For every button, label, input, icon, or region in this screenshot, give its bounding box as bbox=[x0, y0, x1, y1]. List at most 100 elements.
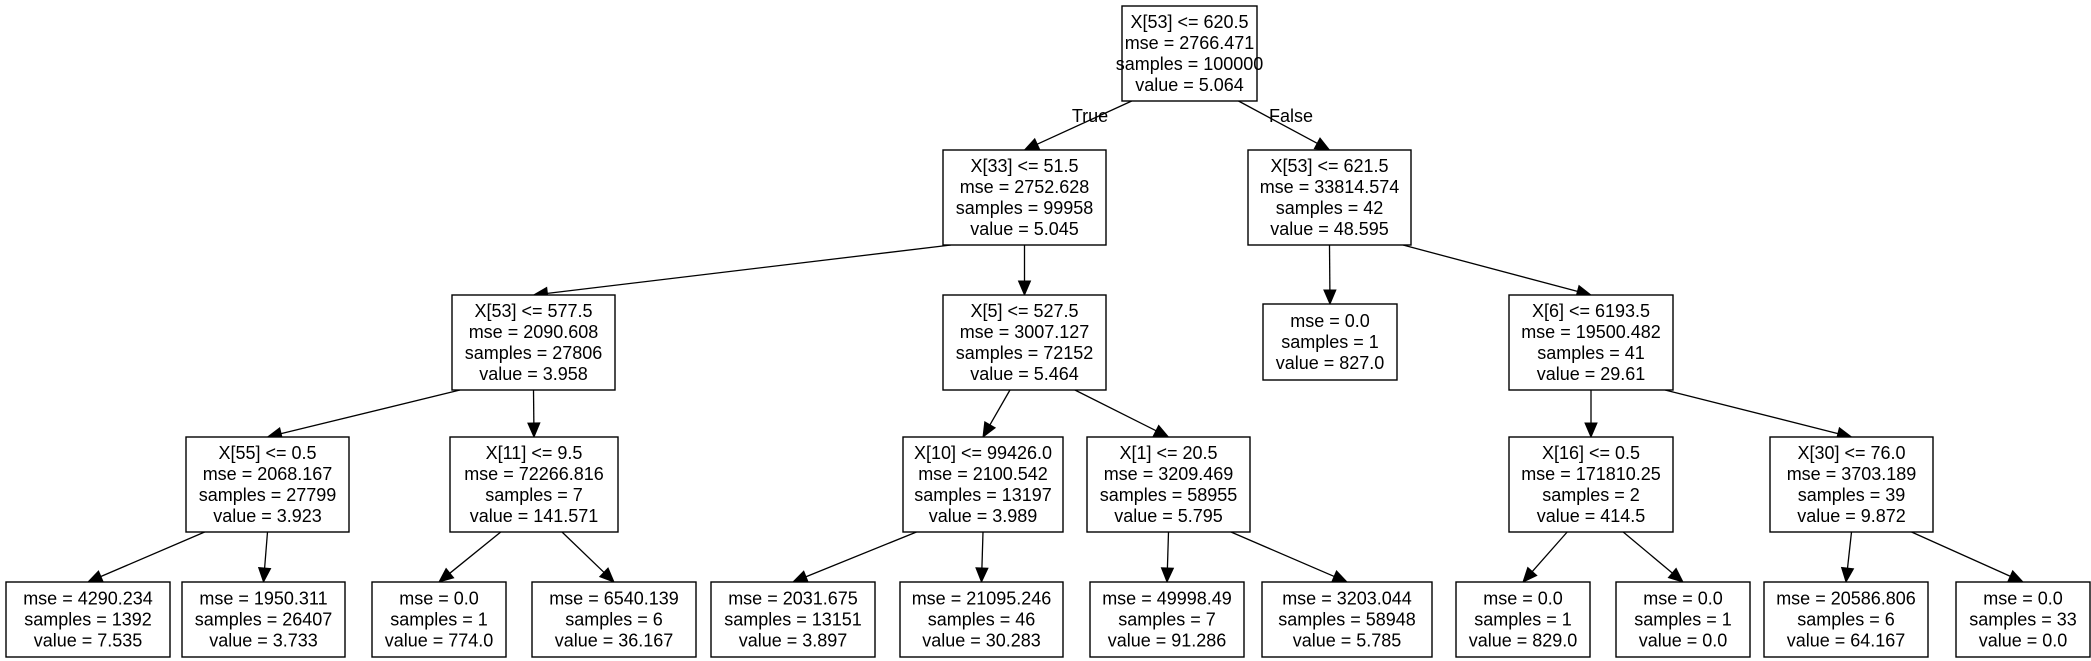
edge-arrowhead bbox=[1017, 280, 1032, 297]
node-box bbox=[449, 436, 619, 533]
node-text-line: value = 91.286 bbox=[1108, 631, 1227, 651]
node-text-line: samples = 58948 bbox=[1278, 610, 1416, 630]
edge-arrowhead bbox=[1584, 422, 1598, 439]
edge-arrowhead bbox=[1313, 137, 1331, 151]
node-text-line: X[1] <= 20.5 bbox=[1119, 443, 1217, 463]
tree-edge bbox=[1522, 531, 1568, 583]
edge-arrowhead bbox=[527, 422, 541, 439]
node-text-line: X[53] <= 620.5 bbox=[1130, 12, 1248, 32]
node-text-line: mse = 19500.482 bbox=[1521, 322, 1661, 342]
node-text-line: samples = 1 bbox=[1281, 332, 1379, 352]
edge-label-true: True bbox=[1072, 106, 1108, 126]
tree-edge bbox=[86, 531, 205, 583]
node-box bbox=[1262, 303, 1398, 381]
node-text-line: mse = 2100.542 bbox=[918, 464, 1048, 484]
node-text-line: mse = 6540.139 bbox=[549, 589, 679, 609]
node-text-line: samples = 1 bbox=[1634, 610, 1732, 630]
node-box bbox=[181, 581, 346, 658]
node-text-line: X[53] <= 621.5 bbox=[1270, 156, 1388, 176]
edge-line bbox=[280, 389, 461, 435]
node-text-line: value = 5.064 bbox=[1135, 75, 1244, 95]
node-text-line: mse = 2752.628 bbox=[960, 177, 1090, 197]
tree-edge bbox=[1160, 531, 1175, 584]
tree-edge bbox=[1017, 245, 1032, 297]
node-text-line: samples = 46 bbox=[928, 610, 1036, 630]
tree-edge bbox=[982, 389, 1011, 439]
edge-arrowhead bbox=[257, 567, 272, 584]
node-box bbox=[5, 581, 171, 658]
edge-line bbox=[263, 531, 269, 569]
node-text-line: samples = 100000 bbox=[1116, 54, 1264, 74]
edge-line bbox=[1664, 389, 1839, 435]
node-text-line: X[33] <= 51.5 bbox=[970, 156, 1078, 176]
node-text-line: value = 48.595 bbox=[1270, 219, 1389, 239]
node-text-line: samples = 27806 bbox=[465, 343, 603, 363]
edge-line bbox=[1402, 244, 1578, 293]
node-text-line: mse = 0.0 bbox=[1290, 311, 1370, 331]
node-text-line: X[53] <= 577.5 bbox=[474, 301, 592, 321]
node-text-line: mse = 2090.608 bbox=[469, 322, 599, 342]
edge-arrowhead bbox=[1160, 567, 1175, 584]
node-text-line: samples = 1392 bbox=[24, 610, 152, 630]
node-box bbox=[942, 149, 1107, 246]
tree-edge bbox=[1840, 531, 1855, 584]
edge-arrowhead bbox=[438, 567, 455, 583]
edge-line bbox=[989, 389, 1011, 426]
node-text-line: value = 0.0 bbox=[1639, 631, 1728, 651]
edge-line bbox=[1166, 531, 1170, 569]
node-text-line: value = 141.571 bbox=[470, 506, 599, 526]
node-text-line: X[6] <= 6193.5 bbox=[1532, 301, 1650, 321]
node-text-line: value = 30.283 bbox=[922, 631, 1041, 651]
node-text-line: X[11] <= 9.5 bbox=[486, 443, 583, 463]
node-text-line: mse = 2031.675 bbox=[728, 589, 858, 609]
node-text-line: mse = 0.0 bbox=[1483, 589, 1563, 609]
node-text-line: X[55] <= 0.5 bbox=[218, 443, 316, 463]
node-text-line: value = 9.872 bbox=[1797, 506, 1906, 526]
node-text-line: value = 36.167 bbox=[555, 631, 674, 651]
node-box bbox=[371, 581, 507, 658]
node-text-line: mse = 3703.189 bbox=[1787, 464, 1917, 484]
node-text-line: samples = 41 bbox=[1537, 343, 1645, 363]
node-box bbox=[531, 581, 697, 658]
node-text-line: value = 829.0 bbox=[1469, 631, 1578, 651]
node-text-line: value = 64.167 bbox=[1787, 631, 1906, 651]
node-box bbox=[451, 294, 616, 391]
tree-edge bbox=[1230, 531, 1349, 583]
node-text-line: mse = 3007.127 bbox=[960, 322, 1090, 342]
tree-edge bbox=[532, 244, 952, 300]
node-box bbox=[1247, 149, 1412, 246]
edge-arrowhead bbox=[1152, 424, 1170, 438]
edge-line bbox=[981, 531, 984, 569]
edge-line bbox=[1531, 531, 1568, 572]
node-box bbox=[1455, 581, 1591, 658]
node-box bbox=[1121, 5, 1258, 102]
node-text-line: samples = 72152 bbox=[956, 343, 1094, 363]
node-box bbox=[1089, 581, 1245, 658]
node-box bbox=[185, 436, 350, 533]
node-text-line: samples = 7 bbox=[1118, 610, 1216, 630]
node-text-line: value = 774.0 bbox=[385, 631, 494, 651]
node-text-line: samples = 13197 bbox=[914, 485, 1052, 505]
edge-line bbox=[805, 531, 917, 578]
node-text-line: samples = 1 bbox=[1474, 610, 1572, 630]
node-box bbox=[710, 581, 876, 658]
edge-arrowhead bbox=[86, 570, 104, 583]
node-text-line: mse = 4290.234 bbox=[23, 589, 153, 609]
node-text-line: value = 7.535 bbox=[34, 631, 143, 651]
edge-line bbox=[1622, 531, 1673, 574]
node-text-line: samples = 39 bbox=[1798, 485, 1906, 505]
node-text-line: samples = 2 bbox=[1542, 485, 1640, 505]
